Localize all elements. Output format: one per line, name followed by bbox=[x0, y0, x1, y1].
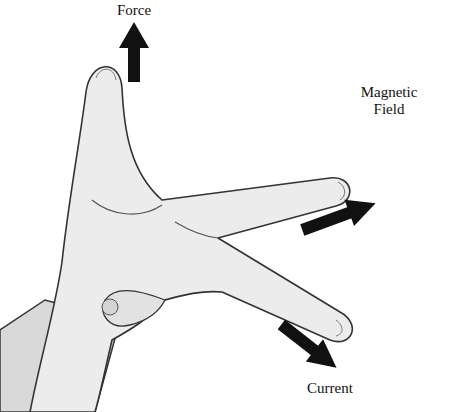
curled-fingers bbox=[103, 291, 165, 326]
current-label: Current bbox=[290, 380, 370, 397]
knuckle bbox=[102, 299, 118, 315]
field-label: Magnetic Field bbox=[350, 84, 428, 119]
force-label: Force bbox=[104, 2, 164, 19]
index-crease bbox=[175, 222, 218, 238]
force-arrow bbox=[119, 22, 149, 82]
middle-nail bbox=[336, 320, 342, 336]
hand bbox=[30, 67, 352, 412]
thumb-nail bbox=[96, 69, 116, 80]
current-arrow bbox=[273, 313, 345, 378]
field-arrow bbox=[298, 190, 381, 243]
index-nail bbox=[338, 182, 345, 200]
thumb-crease bbox=[92, 200, 162, 214]
